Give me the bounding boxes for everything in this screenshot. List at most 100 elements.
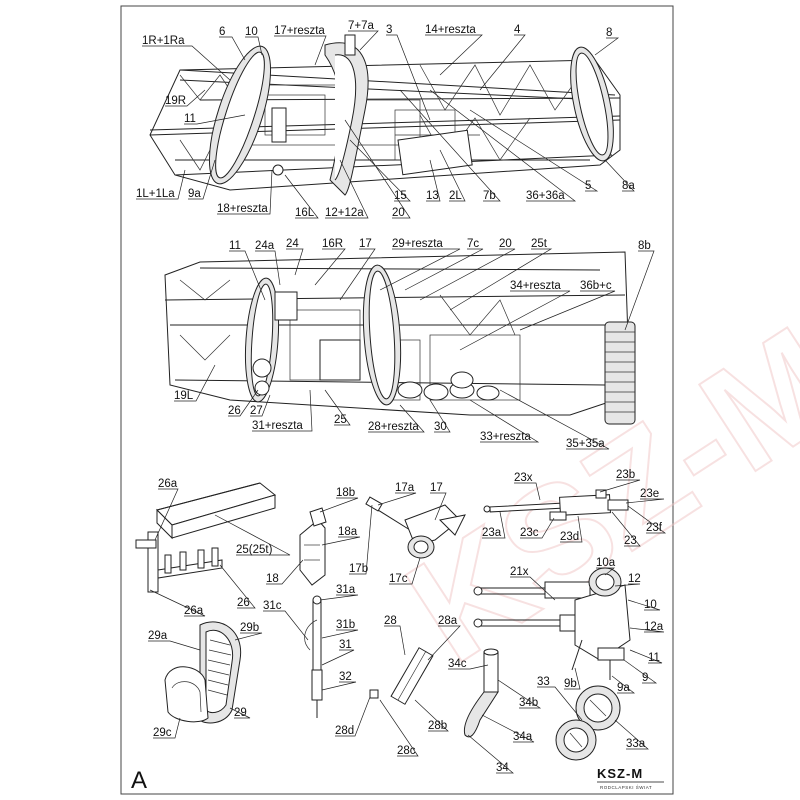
part-label-29b: 29b — [240, 622, 259, 634]
part-label-27: 27 — [250, 405, 263, 417]
part-label-16l: 16L — [295, 207, 315, 219]
part-label-28d: 28d — [335, 725, 354, 737]
part-label-18b: 18b — [336, 487, 355, 499]
part-label-8b: 8b — [638, 240, 651, 252]
labels-middle: 11 24a 24 16R 17 29+reszta 7c 20 25t 8b … — [174, 238, 651, 450]
part-label-5: 5 — [585, 180, 591, 192]
part-label-9a: 9a — [617, 682, 630, 694]
part-label-12-12a: 12+12a — [325, 207, 364, 219]
part-label-1r-1ra: 1R+1Ra — [142, 35, 185, 47]
svg-text:KSZ-M: KSZ-M — [597, 766, 643, 781]
part-label-23b: 23b — [616, 469, 635, 481]
part-label-17-reszta: 17+reszta — [274, 25, 325, 37]
part-label-17c: 17c — [389, 573, 408, 585]
part-label-16r: 16R — [322, 238, 343, 250]
part-label-3: 3 — [386, 24, 392, 36]
part-25-box — [156, 482, 277, 540]
part-label-36-36a: 36+36a — [526, 190, 565, 202]
part-label-10: 10 — [644, 599, 657, 611]
part-label-18-reszta: 18+reszta — [217, 203, 268, 215]
part-label-19r: 19R — [165, 95, 186, 107]
part-label-7b: 7b — [483, 190, 496, 202]
part-label-28: 28 — [384, 615, 397, 627]
part-label-24a: 24a — [255, 240, 275, 252]
part-label-17a: 17a — [395, 482, 415, 494]
part-label-19l: 19L — [174, 390, 194, 402]
part-label-26a: 26a — [158, 478, 178, 490]
part-label-29a: 29a — [148, 630, 168, 642]
part-label-34c: 34c — [448, 658, 467, 670]
part-label-23c: 23c — [520, 527, 539, 539]
part-34 — [463, 648, 499, 738]
part-label-25-25t-: 25(25t) — [236, 544, 273, 556]
part-label-23a: 23a — [482, 527, 502, 539]
part-21-gun-assembly — [473, 567, 631, 680]
part-label-17b: 17b — [349, 563, 368, 575]
part-label-34: 34 — [496, 762, 509, 774]
fuselage-frame-middle — [164, 251, 636, 425]
part-label-28b: 28b — [428, 720, 447, 732]
part-label-10: 10 — [245, 26, 258, 38]
page-border — [120, 5, 674, 795]
part-label-34b: 34b — [519, 697, 538, 709]
part-label-14-reszta: 14+reszta — [425, 24, 476, 36]
part-label-13: 13 — [426, 190, 439, 202]
part-label-21x: 21x — [510, 566, 529, 578]
part-label-36b-c: 36b+c — [580, 280, 612, 292]
part-label-28a: 28a — [438, 615, 458, 627]
part-33 — [555, 685, 621, 761]
fuselage-frame-top — [149, 34, 621, 196]
part-label-9b: 9b — [564, 678, 577, 690]
part-label-7c: 7c — [467, 238, 479, 250]
part-label-31: 31 — [339, 639, 352, 651]
part-label-29c: 29c — [153, 727, 172, 739]
part-label-7-7a: 7+7a — [348, 20, 375, 32]
part-label-30: 30 — [434, 421, 447, 433]
part-23-gun — [483, 489, 629, 521]
sheet-letter: A — [131, 767, 147, 794]
part-label-9: 9 — [642, 672, 648, 684]
part-label-31a: 31a — [336, 584, 356, 596]
part-label-18: 18 — [266, 573, 279, 585]
part-label-20: 20 — [499, 238, 512, 250]
part-label-6: 6 — [219, 26, 225, 38]
part-label-4: 4 — [514, 24, 521, 36]
part-label-33-reszta: 33+reszta — [480, 431, 531, 443]
part-label-35-35a: 35+35a — [566, 438, 605, 450]
part-label-17: 17 — [359, 238, 372, 250]
part-label-26: 26 — [228, 405, 241, 417]
part-label-33a: 33a — [626, 738, 646, 750]
part-label-28-reszta: 28+reszta — [368, 421, 419, 433]
part-label-17: 17 — [430, 482, 443, 494]
part-label-23e: 23e — [640, 488, 659, 500]
labels-parts: 26a 25(25t) 18b 18a 18 17a 17 17b 17c 23… — [148, 469, 664, 774]
publisher-logo: KSZ-M RODCLAPSKI ŚWIAT — [597, 766, 664, 790]
part-label-34-reszta: 34+reszta — [510, 280, 561, 292]
part-label-29-reszta: 29+reszta — [392, 238, 443, 250]
part-17 — [365, 496, 466, 559]
svg-text:RODCLAPSKI ŚWIAT: RODCLAPSKI ŚWIAT — [600, 783, 652, 790]
part-label-25t: 25t — [531, 238, 548, 250]
part-label-32: 32 — [339, 671, 352, 683]
part-label-26: 26 — [237, 597, 250, 609]
part-label-2l: 2L — [449, 190, 462, 202]
part-label-33: 33 — [537, 676, 550, 688]
part-label-8: 8 — [606, 27, 612, 39]
leader-lines — [136, 30, 667, 774]
oxygen-bottles — [397, 371, 500, 401]
part-26-bracket — [135, 531, 223, 593]
part-28 — [369, 647, 434, 705]
part-label-24: 24 — [286, 238, 299, 250]
part-label-18a: 18a — [338, 526, 358, 538]
part-label-1l-1la: 1L+1La — [136, 188, 175, 200]
part-label-23d: 23d — [560, 531, 579, 543]
part-label-12: 12 — [628, 573, 641, 585]
part-label-31-reszta: 31+reszta — [252, 420, 303, 432]
part-label-31b: 31b — [336, 619, 355, 631]
part-31 — [304, 595, 323, 718]
part-label-25: 25 — [334, 414, 347, 426]
part-label-10a: 10a — [596, 557, 616, 569]
part-label-12a: 12a — [644, 621, 664, 633]
